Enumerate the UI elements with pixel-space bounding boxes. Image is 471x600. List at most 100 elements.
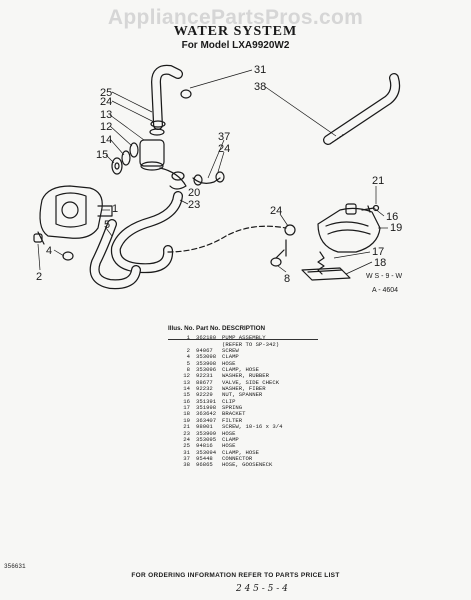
callout-14: 14 bbox=[100, 134, 112, 146]
callout-17: 17 bbox=[372, 246, 384, 258]
part-no: 92229 bbox=[196, 391, 213, 399]
parts-row: 31 353094 CLAMP, HOSE bbox=[168, 448, 342, 456]
part-no: 92232 bbox=[196, 385, 213, 393]
description: PUMP ASSEMBLY bbox=[222, 334, 266, 342]
washer-12 bbox=[129, 142, 139, 158]
callout-25: 25 bbox=[100, 87, 112, 99]
description: WASHER, FIBER bbox=[222, 385, 266, 393]
illus-no: 5 bbox=[186, 359, 190, 367]
callout-12: 12 bbox=[100, 121, 112, 133]
part-no: 353096 bbox=[196, 366, 217, 374]
handwritten-note: 2 4 5 - 5 - 4 bbox=[236, 584, 288, 594]
ordering-info-note: FOR ORDERING INFORMATION REFER TO PARTS … bbox=[131, 572, 340, 579]
callout-24a: 24 bbox=[100, 96, 112, 108]
callout-8: 8 bbox=[284, 273, 290, 285]
illus-no: 15 bbox=[183, 391, 190, 399]
description: SCREW bbox=[222, 347, 239, 355]
illus-no: 25 bbox=[183, 442, 190, 450]
callout-18: 18 bbox=[374, 257, 386, 269]
part-no: 95448 bbox=[196, 454, 213, 462]
description: CLAMP, HOSE bbox=[222, 448, 259, 456]
description: HOSE, GOOSENECK bbox=[222, 461, 273, 469]
bracket-18 bbox=[301, 267, 351, 281]
pump-assembly-1 bbox=[39, 185, 103, 239]
parts-row: (REFER TO SP-342) bbox=[168, 341, 342, 348]
parts-row: 5 353908 HOSE bbox=[168, 359, 342, 367]
part-no: 353098 bbox=[196, 353, 217, 361]
illus-no: 16 bbox=[183, 397, 190, 405]
exploded-parts-diagram: 31 38 25 24 13 12 14 15 37 24 20 23 1 21… bbox=[33, 64, 403, 294]
parts-row: 21 98001 SCREW, 10-16 x 3/4 bbox=[168, 423, 342, 431]
description: FILTER bbox=[222, 416, 243, 424]
illus-no: 31 bbox=[183, 448, 190, 456]
callout-24b: 24 bbox=[218, 143, 230, 155]
document-number: 356631 bbox=[4, 563, 26, 570]
callout-21: 21 bbox=[372, 175, 384, 187]
description: BRACKET bbox=[222, 410, 246, 418]
part-no: 363642 bbox=[196, 410, 217, 418]
description: SCREW, 10-16 x 3/4 bbox=[222, 423, 283, 431]
description: CONNECTOR bbox=[222, 454, 253, 462]
description: NUT, SPANNER bbox=[222, 391, 263, 399]
filter-19 bbox=[317, 207, 381, 253]
part-no: 351391 bbox=[196, 397, 217, 405]
column-description: DESCRIPTION bbox=[222, 325, 266, 332]
description: CLAMP bbox=[222, 435, 239, 443]
description: HOSE bbox=[222, 359, 236, 367]
description: SPRING bbox=[222, 404, 243, 412]
callout-13: 13 bbox=[100, 109, 112, 121]
part-no: 98001 bbox=[196, 423, 213, 431]
parts-list-header: Illus. No. Part No. DESCRIPTION bbox=[168, 325, 342, 332]
figure-code: A - 4604 bbox=[372, 287, 398, 294]
callout-20: 20 bbox=[188, 187, 200, 199]
column-part-no: Part No. bbox=[196, 325, 221, 332]
parts-row: 24 353095 CLAMP bbox=[168, 435, 342, 443]
part-no: 353094 bbox=[196, 448, 217, 456]
callout-19: 19 bbox=[390, 222, 402, 234]
connector-37 bbox=[192, 177, 221, 184]
part-no: 92231 bbox=[196, 372, 213, 380]
callout-23: 23 bbox=[188, 199, 200, 211]
illus-no: 38 bbox=[183, 461, 190, 469]
nut-15 bbox=[111, 157, 123, 175]
description: HOSE bbox=[222, 429, 236, 437]
callout-37: 37 bbox=[218, 131, 230, 143]
callout-24c: 24 bbox=[270, 205, 282, 217]
model-subtitle: For Model LXA9920W2 bbox=[181, 40, 290, 51]
description: CLAMP, HOSE bbox=[222, 366, 259, 374]
illus-no: 19 bbox=[183, 416, 190, 424]
page-title: WATER SYSTEM bbox=[173, 24, 298, 39]
washer-14 bbox=[121, 150, 131, 166]
watermark: AppliancePartsPros.com bbox=[107, 6, 364, 29]
callout-5: 5 bbox=[104, 219, 110, 231]
diagram-code: W S - 9 - W bbox=[366, 273, 403, 280]
part-no: 363407 bbox=[196, 416, 217, 424]
part-no: 362180 bbox=[196, 334, 217, 342]
illus-no: 21 bbox=[183, 423, 190, 431]
parts-row: 15 92229 NUT, SPANNER bbox=[168, 391, 342, 399]
illus-no: 24 bbox=[183, 435, 190, 443]
header-divider bbox=[168, 339, 318, 340]
description: VALVE, SIDE CHECK bbox=[222, 378, 280, 386]
column-illus-no: Illus. No. bbox=[168, 325, 195, 332]
part-no: 353095 bbox=[196, 435, 217, 443]
callout-16: 16 bbox=[386, 211, 398, 223]
description: WASHER, RUBBER bbox=[222, 372, 269, 380]
part-no: 353908 bbox=[196, 359, 217, 367]
clamp-31 bbox=[180, 89, 192, 99]
callout-31: 31 bbox=[254, 64, 266, 76]
